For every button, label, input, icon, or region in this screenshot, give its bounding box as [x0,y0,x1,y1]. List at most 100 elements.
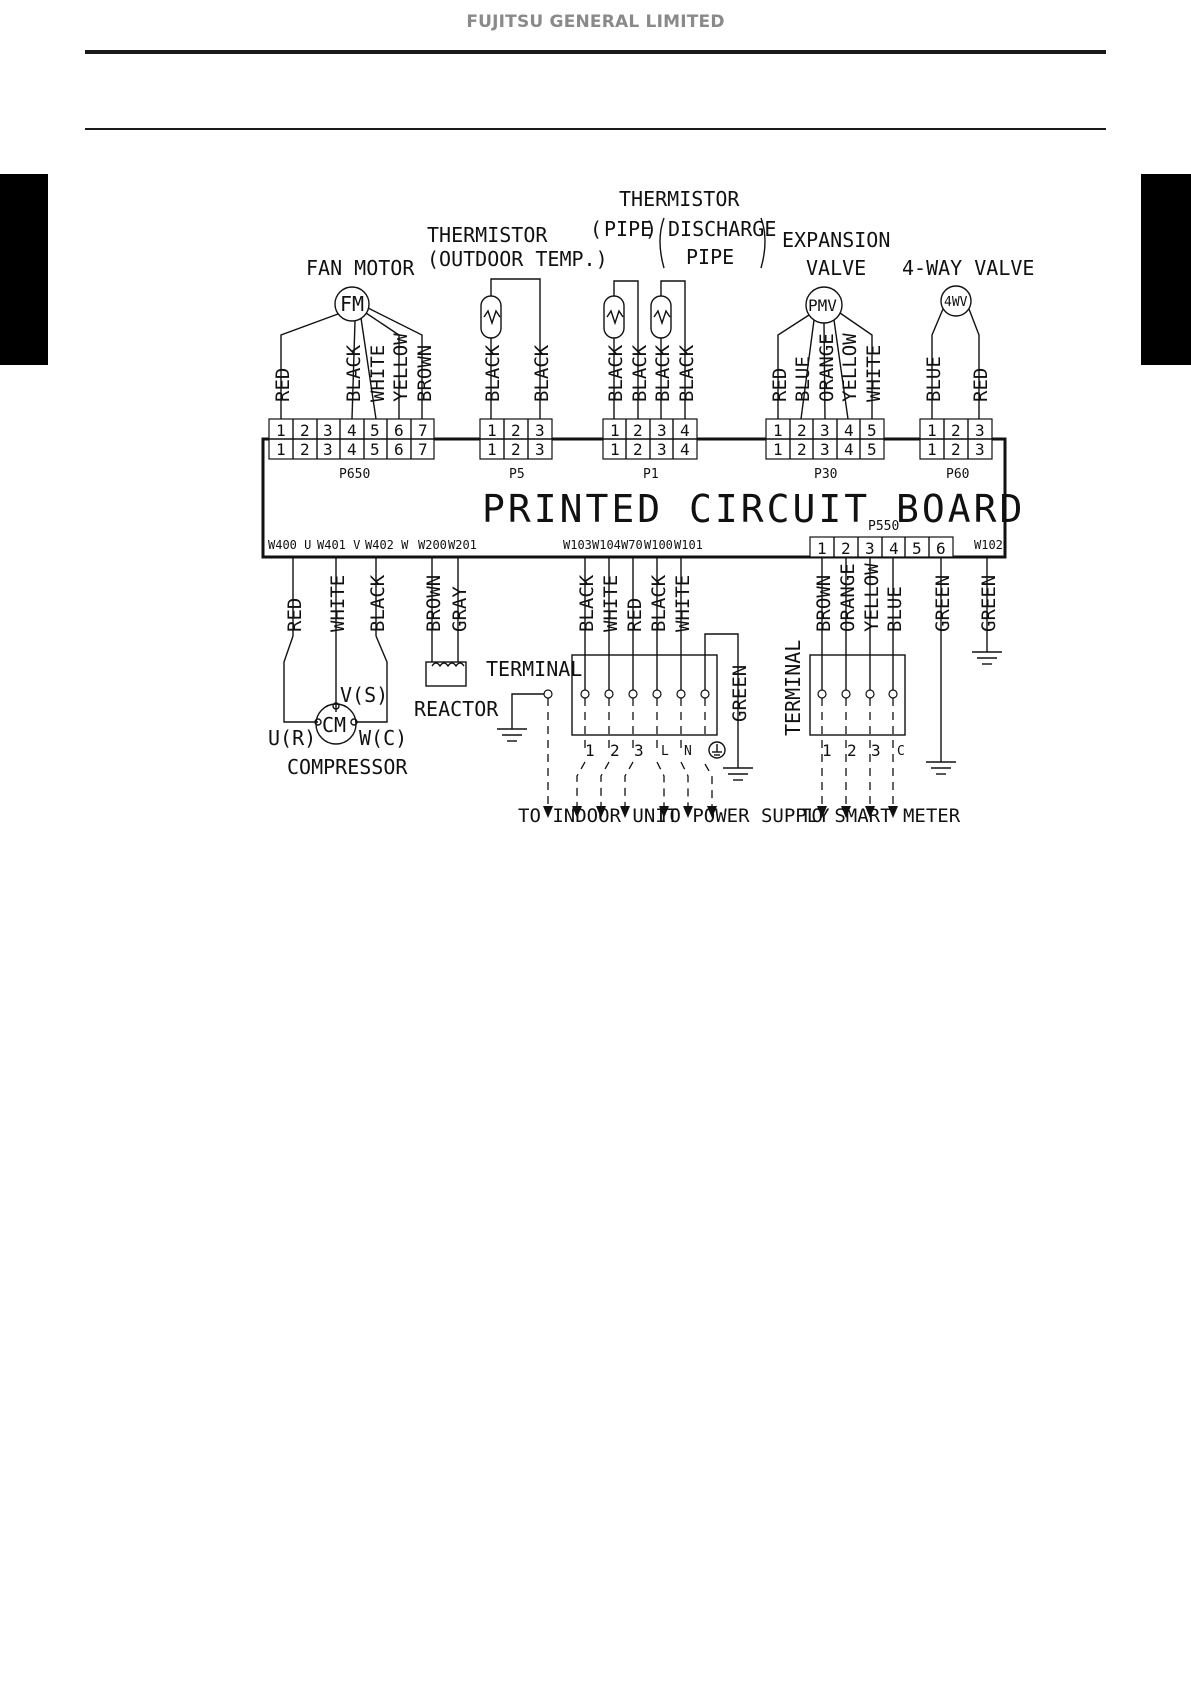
p5-pin-1: 1 [487,421,497,440]
connector-p1: 1 2 3 4 1 2 3 4 P1 [602,418,698,482]
pmv-wire-yellow: YELLOW [839,333,861,402]
p1-pin-3: 3 [657,421,667,440]
fourway-wire-blue: BLUE [923,356,945,402]
comp-wire-black: BLACK [367,574,389,632]
point-w200: W200 [418,538,447,552]
terminal-2-box [809,654,906,736]
p550-pin-2: 2 [841,539,851,558]
pmv-wire-orange: ORANGE [816,333,838,402]
connector-p60: 1 2 3 1 2 3 P60 [919,418,993,482]
thermistor-outdoor-label-1: THERMISTOR [427,223,548,247]
terminal-1-label: TERMINAL [486,657,582,681]
p5-pin-1b: 1 [487,440,497,459]
p1-pin-4b: 4 [680,440,690,459]
point-w100: W100 [644,538,673,552]
smart-wire-orange: ORANGE [837,563,859,632]
four-way-symbol [940,285,972,317]
term-mark-l: L [661,744,669,759]
header-rule-thin [85,128,1106,130]
p30-pin-2b: 2 [797,440,807,459]
term-wire-white-2: WHITE [672,575,694,632]
thermo-pipe-wire-3: BLACK [652,344,674,402]
fan-wire-brown: BROWN [414,345,436,402]
thermistor-discharge-label-2: PIPE [686,245,734,269]
p650-name: P650 [339,467,370,482]
paren-open-1: ( [590,217,602,241]
p1-pin-1b: 1 [610,440,620,459]
point-w201: W201 [448,538,477,552]
p1-pin-1: 1 [610,421,620,440]
p30-pin-1b: 1 [773,440,783,459]
pmv-wire-blue: BLUE [792,356,814,402]
four-way-valve: 4-WAY VALVE 4WV BLUE RED [902,256,1034,419]
point-w102: W102 [974,538,1003,552]
smart-mark-3: 3 [871,741,881,760]
point-w402: W402 W [365,538,409,552]
smart-wire-brown: BROWN [813,575,835,632]
p1-pin-3b: 3 [657,440,667,459]
smart-wire-blue: BLUE [884,586,906,632]
p650-pin-3: 3 [323,421,333,440]
comp-terminal-u: U(R) [268,726,316,750]
p650-pin-4b: 4 [347,440,357,459]
p30-pin-3b: 3 [820,440,830,459]
thermistor-discharge-label-1: DISCHARGE [668,217,776,241]
expansion-label-1: EXPANSION [782,228,890,252]
p550-pin-6: 6 [936,539,946,558]
left-side-tab [0,174,48,365]
fan-wire-white: WHITE [367,345,389,402]
terminal-block-2: TERMINAL BROWN ORANGE YELLOW BLUE 1 2 3 … [781,557,906,818]
fourway-wire-red: RED [970,368,992,402]
point-w401: W401 V [317,538,360,552]
term-wire-red: RED [624,598,646,632]
smart-mark-1: 1 [822,741,832,760]
p550-wire-green: GREEN [932,575,954,632]
reactor-wire-gray: GRAY [449,586,471,632]
thermistor-pipe-label: PIPE [604,217,652,241]
compressor-symbol-text: CM [322,713,346,737]
term-wire-black: BLACK [576,574,598,632]
four-way-label: 4-WAY VALVE [902,256,1034,280]
p650-pin-5: 5 [370,421,380,440]
p550-pin-3: 3 [865,539,875,558]
dest-smart-meter: TO SMART METER [800,805,961,827]
fan-wire-black: BLACK [343,344,365,402]
pmv-wire-white: WHITE [863,345,885,402]
p60-pin-2: 2 [951,421,961,440]
term-mark-1: 1 [585,741,595,760]
thermistor-top-label: THERMISTOR [619,187,740,211]
p650-pin-2b: 2 [300,440,310,459]
p5-pin-2: 2 [511,421,521,440]
p30-pin-1: 1 [773,421,783,440]
pcb-label: PRINTED CIRCUIT BOARD [482,487,1025,531]
connector-p650: 1 2 3 4 5 6 7 1 2 3 4 5 6 7 P650 [268,418,435,482]
expansion-label-2: VALVE [806,256,866,280]
p60-pin-2b: 2 [951,440,961,459]
p60-name: P60 [946,467,969,482]
bottom-point-labels: W400 U W401 V W402 W W200 W201 W103 W104… [268,538,1003,552]
reactor-wire-brown: BROWN [423,575,445,632]
p650-pin-7: 7 [418,421,428,440]
terminal-1-box [571,654,718,736]
point-w104: W104 [592,538,621,552]
comp-wire-white: WHITE [327,575,349,632]
paren-close-1: ) [645,217,657,241]
term-wire-white: WHITE [600,575,622,632]
terminal-2-label: TERMINAL [781,640,805,736]
fan-motor-symbol [334,286,370,322]
comp-terminal-w: W(C) [359,726,407,750]
fan-motor: FAN MOTOR FM RED BLACK WHITE YELLOW BROW… [272,256,436,420]
point-w103: W103 [563,538,592,552]
connector-p550: 1 2 3 4 5 6 P550 [809,519,954,558]
thermo-pipe-wire-4: BLACK [676,344,698,402]
header-rule-thick [85,50,1106,54]
p5-pin-3b: 3 [535,440,545,459]
connector-p5: 1 2 3 1 2 3 P5 [479,418,553,482]
p1-pin-2: 2 [633,421,643,440]
dest-indoor-unit: TO INDOOR UNIT [518,805,678,827]
p5-pin-2b: 2 [511,440,521,459]
p550-pin-1: 1 [817,539,827,558]
p650-pin-2: 2 [300,421,310,440]
w102-wire-green: GREEN [978,575,1000,632]
